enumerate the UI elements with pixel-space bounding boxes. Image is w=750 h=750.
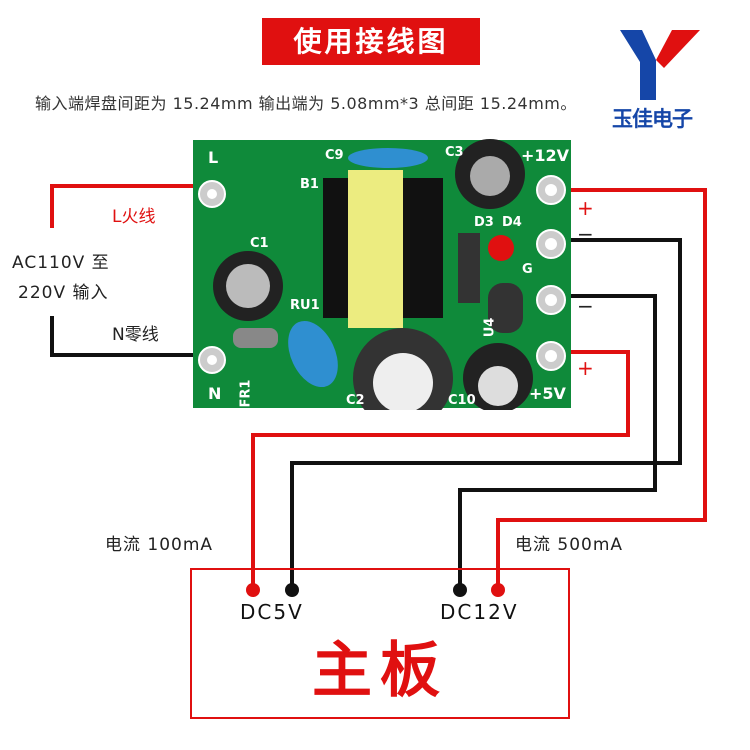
polarity-plus-12v: + bbox=[577, 196, 594, 220]
pcb-label-c1: C1 bbox=[250, 236, 269, 251]
pcb-label-u4: U4 bbox=[482, 317, 498, 338]
pcb-label-ru1: RU1 bbox=[290, 298, 320, 313]
dc5v-plus-dot bbox=[246, 583, 260, 597]
pcb-label-c9: C9 bbox=[325, 148, 344, 163]
logo-text: 玉佳电子 bbox=[612, 107, 693, 131]
capacitor-c9 bbox=[348, 148, 428, 168]
polarity-minus-12v: − bbox=[577, 222, 594, 246]
ac-input-label-2: 220V 输入 bbox=[18, 283, 109, 303]
ac-input-label-1: AC110V 至 bbox=[12, 253, 110, 273]
wire-n bbox=[50, 316, 195, 357]
pcb-label-b1: B1 bbox=[300, 177, 319, 192]
wire-l bbox=[50, 184, 195, 228]
page-title: 使用接线图 bbox=[262, 18, 480, 65]
pcb-label-c10: C10 bbox=[448, 393, 476, 408]
varistor-ru1 bbox=[288, 320, 338, 388]
wire-12v-plus bbox=[496, 188, 707, 585]
wire-5v-minus bbox=[458, 294, 657, 585]
dc12v-minus-dot bbox=[453, 583, 467, 597]
diode-d3 bbox=[458, 233, 480, 303]
led-d4 bbox=[488, 235, 514, 261]
current-5v-label: 电流 100mA bbox=[105, 535, 214, 555]
pcb-label-5v: +5V bbox=[529, 384, 566, 403]
pcb-label-c2: C2 bbox=[346, 393, 365, 408]
pcb-label-c3: C3 bbox=[445, 145, 464, 160]
polarity-plus-5v: + bbox=[577, 356, 594, 380]
n-neutral-label: N零线 bbox=[112, 325, 159, 345]
pcb-label-g: G bbox=[522, 262, 533, 277]
current-12v-label: 电流 500mA bbox=[515, 535, 624, 555]
pcb-label-d4: D4 bbox=[502, 215, 522, 230]
wire-5v-plus bbox=[251, 350, 630, 585]
pcb-label-12v: +12V bbox=[521, 146, 570, 165]
l-live-label: L火线 bbox=[112, 207, 156, 227]
dc5v-minus-dot bbox=[285, 583, 299, 597]
dc5v-label: DC5V bbox=[240, 600, 304, 624]
pcb-label-l: L bbox=[208, 148, 219, 167]
dc12v-plus-dot bbox=[491, 583, 505, 597]
main-board bbox=[190, 568, 570, 719]
spec-text: 输入端焊盘间距为 15.24mm 输出端为 5.08mm*3 总间距 15.24… bbox=[35, 94, 577, 113]
polarity-minus-5v: − bbox=[577, 294, 594, 318]
logo-icon bbox=[620, 30, 700, 100]
pcb-label-fr1: FR1 bbox=[238, 379, 254, 408]
pcb-label-d3: D3 bbox=[474, 215, 494, 230]
dc12v-label: DC12V bbox=[440, 600, 519, 624]
regulator-u4 bbox=[488, 283, 523, 333]
power-module-pcb bbox=[193, 139, 571, 410]
pcb-label-n: N bbox=[208, 384, 222, 403]
fuse-fr1 bbox=[233, 328, 278, 348]
main-board-title: 主板 bbox=[312, 636, 448, 706]
wire-12v-minus bbox=[290, 238, 682, 585]
